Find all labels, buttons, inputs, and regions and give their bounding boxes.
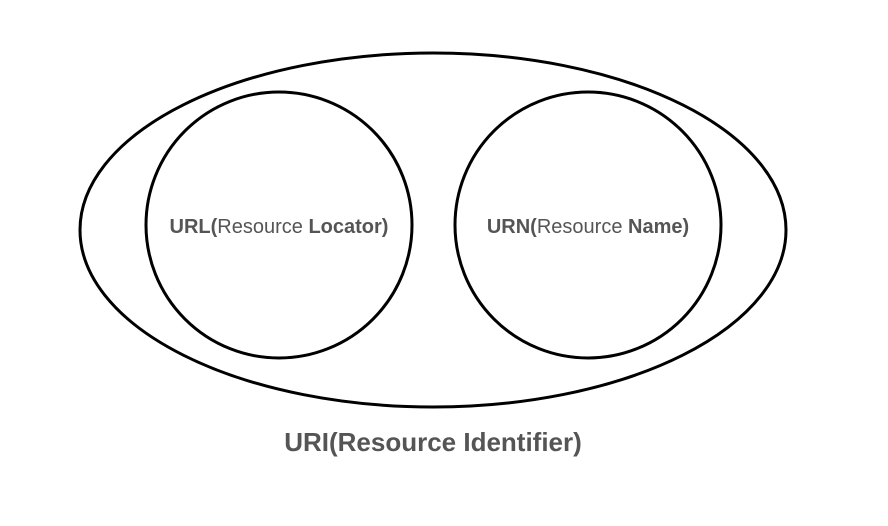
url-label-mid: Resource xyxy=(217,216,308,238)
url-label: URL(Resource Locator) xyxy=(170,216,389,238)
url-label-tail: Locator) xyxy=(308,216,388,238)
urn-label: URN(Resource Name) xyxy=(487,216,689,238)
urn-label-mid: Resource xyxy=(537,216,628,238)
url-circle xyxy=(144,90,414,360)
urn-label-tail: Name) xyxy=(628,216,689,238)
urn-circle xyxy=(453,90,723,360)
url-label-head: URL( xyxy=(170,216,218,238)
uri-label: URI(Resource Identifier) xyxy=(284,427,582,457)
urn-label-head: URN( xyxy=(487,216,537,238)
uri-outer-ellipse xyxy=(78,51,788,409)
